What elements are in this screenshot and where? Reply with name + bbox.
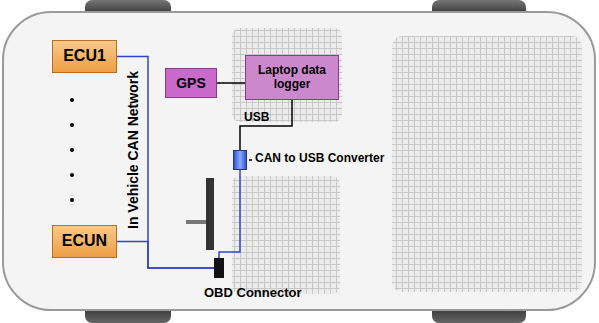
network-label: In Vehicle CAN Network bbox=[125, 71, 141, 229]
ellipsis-dot bbox=[70, 148, 74, 152]
ecu-box: ECUN bbox=[52, 225, 117, 258]
converter-icon bbox=[233, 150, 247, 170]
box-text: ECUN bbox=[62, 232, 107, 250]
box-text: ECU1 bbox=[63, 47, 106, 65]
obd-connector bbox=[214, 258, 224, 278]
leader-line bbox=[249, 159, 252, 161]
gear-lever bbox=[186, 220, 206, 224]
connector bbox=[217, 82, 245, 84]
laptop-box: Laptop data logger bbox=[245, 55, 339, 100]
ellipsis-dot bbox=[70, 173, 74, 177]
front-seat bbox=[232, 28, 342, 122]
ellipsis-dot bbox=[70, 198, 74, 202]
gear-stick bbox=[206, 178, 214, 250]
gps-box: GPS bbox=[165, 68, 217, 98]
rear-seat bbox=[392, 36, 582, 292]
ellipsis-dot bbox=[70, 98, 74, 102]
connector bbox=[219, 170, 240, 258]
connector bbox=[117, 242, 214, 269]
part-label: CAN to USB Converter bbox=[255, 151, 384, 165]
front-seat bbox=[232, 176, 340, 294]
box-text: GPS bbox=[176, 75, 206, 91]
part-label: OBD Connector bbox=[204, 285, 302, 300]
ellipsis-dot bbox=[70, 123, 74, 127]
car-body bbox=[3, 12, 595, 310]
ecu-box: ECU1 bbox=[52, 40, 117, 73]
connector bbox=[240, 100, 292, 150]
edge-label: USB bbox=[244, 110, 269, 124]
box-text: Laptop data logger bbox=[246, 64, 338, 92]
